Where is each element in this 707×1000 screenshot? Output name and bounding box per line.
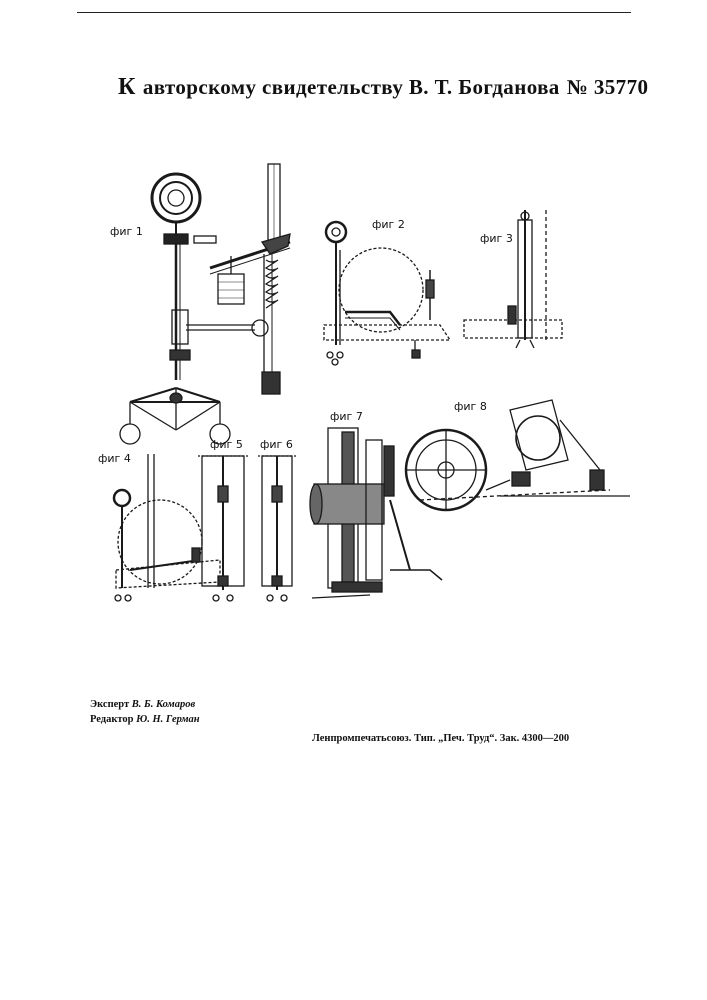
editor-label: Редактор	[90, 714, 134, 725]
fig2-label: фиг 2	[372, 218, 405, 231]
figure-8-drawing	[406, 400, 630, 510]
figure-2-drawing	[324, 222, 450, 365]
figure-3-drawing	[464, 210, 562, 348]
editor-name: Ю. Н. Герман	[136, 714, 199, 725]
page-title: Кавторскому свидетельству В. Т. Богданов…	[118, 74, 618, 101]
credits: Эксперт В. Б. Комаров Редактор Ю. Н. Гер…	[90, 697, 200, 727]
patent-number: № 35770	[567, 75, 649, 99]
expert-name: В. Б. Комаров	[132, 699, 195, 710]
technical-drawing: фиг 1 фиг 2 фиг 3 фиг 4 фиг 5 фиг 6 фиг …	[90, 150, 650, 620]
fig7-label: фиг 7	[330, 410, 363, 423]
editor-line: Редактор Ю. Н. Герман	[90, 712, 200, 727]
figure-1-drawing	[120, 164, 290, 444]
expert-label: Эксперт	[90, 699, 129, 710]
fig5-label: фиг 5	[210, 438, 243, 451]
imprint: Ленпромпечатьсоюз. Тип. „Печ. Труд“. Зак…	[312, 733, 569, 744]
top-rule	[77, 12, 631, 13]
fig6-label: фиг 6	[260, 438, 293, 451]
figure-6-drawing	[258, 456, 296, 601]
fig3-label: фиг 3	[480, 232, 513, 245]
title-text: авторскому свидетельству В. Т. Богданова	[143, 75, 560, 99]
fig4-label: фиг 4	[98, 452, 131, 465]
fig1-label: фиг 1	[110, 225, 143, 238]
figure-7-drawing	[310, 428, 442, 598]
figure-4-drawing	[114, 454, 220, 601]
fig8-label: фиг 8	[454, 400, 487, 413]
title-lead: К	[118, 74, 136, 100]
figure-5-drawing	[198, 456, 248, 601]
expert-line: Эксперт В. Б. Комаров	[90, 697, 200, 712]
